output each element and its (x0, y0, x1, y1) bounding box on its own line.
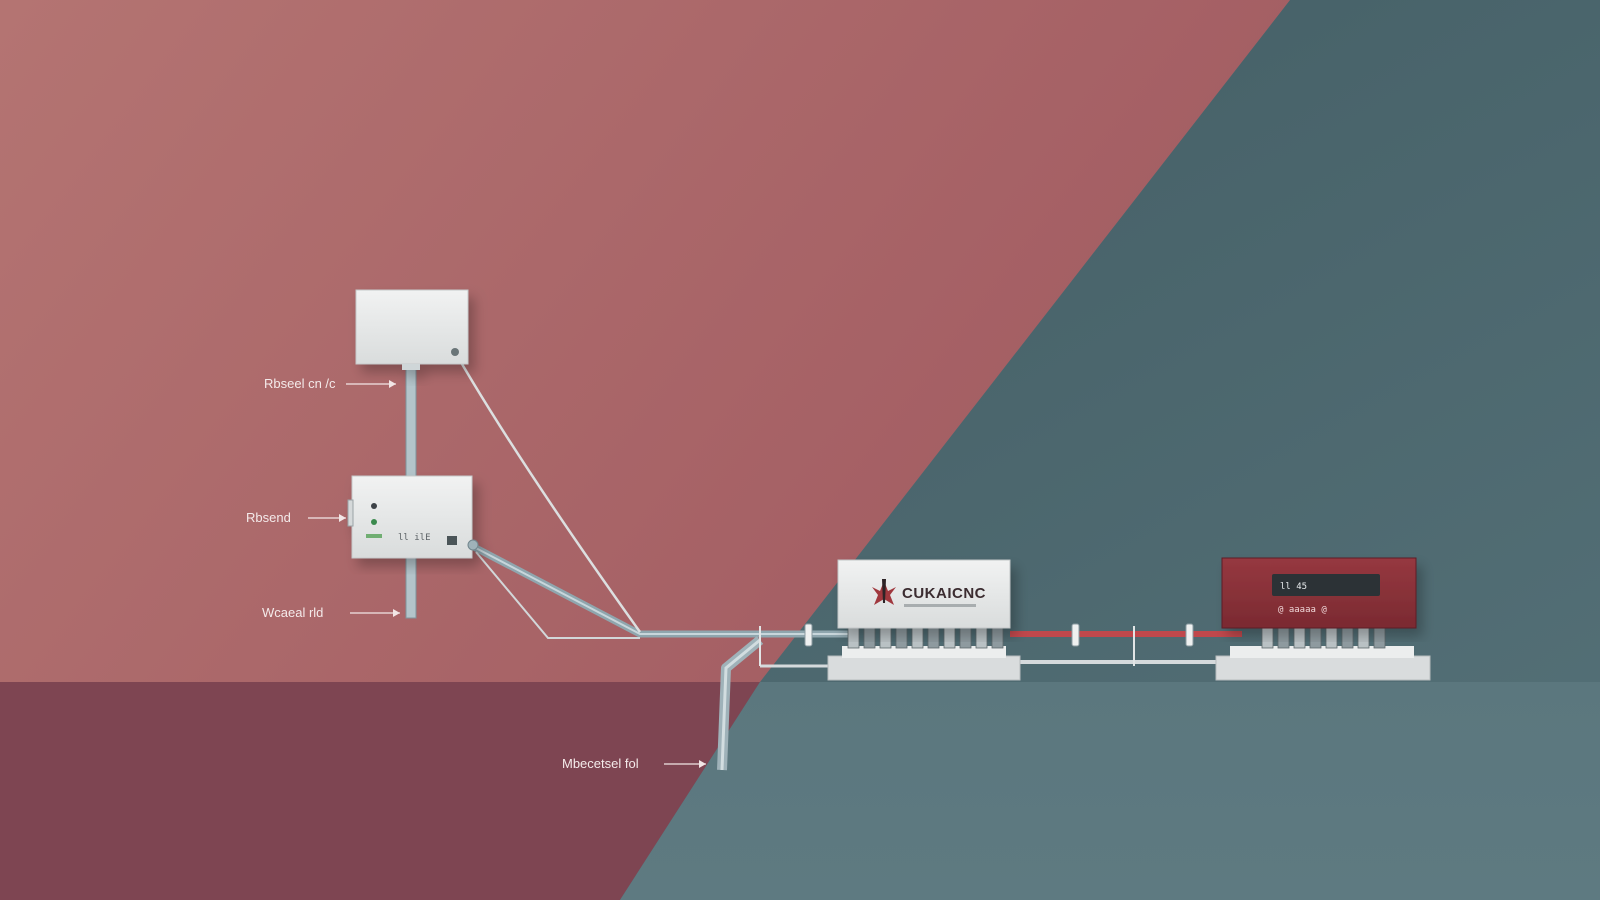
vertical-pipe-upper (405, 363, 417, 477)
steel-connector (1010, 660, 1242, 664)
heater-footer-text: @ aaaaa @ (1278, 605, 1327, 615)
main-unit-plinth (842, 646, 1006, 658)
main-unit-subtitle-bar (904, 604, 976, 607)
piping (405, 351, 1242, 771)
heater-display (1272, 574, 1380, 596)
upper-box-collar (402, 364, 420, 370)
main-unit-fin (879, 625, 892, 649)
main-unit-fin (943, 625, 956, 649)
heater-unit-fin (1309, 625, 1322, 649)
main-unit-fin (975, 625, 988, 649)
red-connector (1010, 631, 1242, 637)
control-box-label: ll ilE (398, 533, 431, 543)
fitting-c (1185, 623, 1194, 647)
heater-unit-fin (1293, 625, 1306, 649)
callout-lower-pipe-text: Wcaeal rld (262, 605, 323, 620)
diagonal-pipe-highlight (471, 545, 850, 635)
vertical-pipe-lower (405, 557, 417, 619)
callout-middle-box: Rbsend (246, 510, 346, 525)
main-unit-base (827, 655, 1021, 681)
heater-display-text: ll 45 (1280, 582, 1307, 592)
floor-drop-pipe-highlight (720, 638, 761, 771)
fitting-b (1071, 623, 1080, 647)
main-unit: CUKAICNC (827, 559, 1021, 681)
heater-unit-fin (1261, 625, 1274, 649)
heater-unit-fin (1341, 625, 1354, 649)
indicator-green (371, 519, 377, 525)
callouts: Rbseel cn /c Rbsend Wcaeal rld Mbecetsel… (246, 376, 706, 771)
heater-unit-base (1215, 655, 1431, 681)
heater-unit-fin (1277, 625, 1290, 649)
heater-unit: ll 45 @ aaaaa @ (1215, 557, 1431, 681)
main-unit-fin (911, 625, 924, 649)
upper-wall-box (355, 289, 469, 370)
maroon-floor (0, 682, 760, 900)
callout-top-pipe: Rbseel cn /c (264, 376, 396, 391)
callout-top-pipe-text: Rbseel cn /c (264, 376, 336, 391)
upper-box-port (451, 348, 459, 356)
callout-lower-pipe: Wcaeal rld (262, 605, 400, 620)
main-unit-fin (863, 625, 876, 649)
main-unit-fin (895, 625, 908, 649)
control-box-button (447, 536, 457, 545)
control-box-side-port (347, 499, 354, 527)
indicator-strip (366, 534, 382, 538)
fitting-a (804, 623, 813, 647)
heater-unit-fin (1373, 625, 1386, 649)
main-unit-fin (991, 625, 1004, 649)
teal-floor (620, 682, 1600, 900)
main-unit-brand: CUKAICNC (902, 585, 986, 602)
control-box: ll ilE (347, 475, 479, 559)
heater-unit-fin (1325, 625, 1338, 649)
main-unit-fin (847, 625, 860, 649)
heater-unit-plinth (1230, 646, 1414, 658)
signal-cable (453, 351, 642, 633)
indicator-dark (371, 503, 377, 509)
heater-unit-manifold (1261, 625, 1386, 649)
main-unit-cover (837, 559, 1011, 629)
signal-cable-lower (475, 551, 640, 639)
control-box-outlet (467, 539, 479, 551)
brand-logo-icon (872, 579, 896, 605)
rose-wall (0, 0, 1290, 682)
callout-floor-pipe-text: Mbecetsel fol (562, 756, 639, 771)
main-unit-fin (927, 625, 940, 649)
heater-unit-fin (1357, 625, 1370, 649)
callout-floor-pipe: Mbecetsel fol (562, 756, 706, 771)
main-unit-fin (959, 625, 972, 649)
callout-middle-box-text: Rbsend (246, 510, 291, 525)
